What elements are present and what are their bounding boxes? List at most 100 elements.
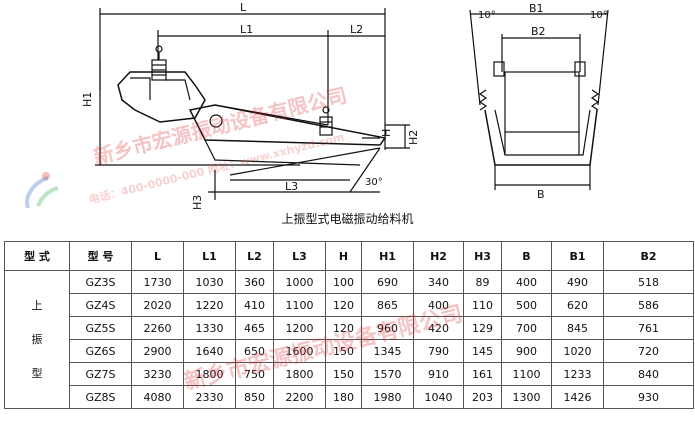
table-cell: 850 <box>235 385 274 409</box>
table-cell: 900 <box>501 339 552 363</box>
table-row: GZ5S 2260 1330 465 1200 120 960 420 129 … <box>5 316 694 340</box>
header-cell: H3 <box>463 241 502 271</box>
table-cell: 960 <box>361 316 414 340</box>
table-cell: 129 <box>463 316 502 340</box>
type-char: 振 <box>31 332 43 346</box>
dim-L: L <box>240 1 247 14</box>
dim-B: B <box>537 188 545 201</box>
table-cell: 840 <box>603 362 694 386</box>
table-cell: 145 <box>463 339 502 363</box>
dim-H1: H1 <box>81 92 94 107</box>
table-cell: 1040 <box>413 385 464 409</box>
header-cell: H2 <box>413 241 464 271</box>
table-row: GZ4S 2020 1220 410 1100 120 865 400 110 … <box>5 293 694 317</box>
table-cell: 1020 <box>551 339 604 363</box>
header-cell: B2 <box>603 241 694 271</box>
header-cell: B <box>501 241 552 271</box>
table-cell: 910 <box>413 362 464 386</box>
technical-drawing: L L1 L2 L3 H1 H2 H H3 30° B1 B2 B 10° 10… <box>81 1 609 210</box>
table-cell: 1800 <box>273 362 326 386</box>
table-cell: 845 <box>551 316 604 340</box>
type-char: 型 <box>31 366 43 380</box>
table-cell: 1980 <box>361 385 414 409</box>
table-cell: 400 <box>413 293 464 317</box>
header-cell: 型 号 <box>69 241 132 271</box>
table-cell: 150 <box>325 339 362 363</box>
table-cell: 1100 <box>273 293 326 317</box>
header-cell: L3 <box>273 241 326 271</box>
header-cell: L1 <box>183 241 236 271</box>
table-row: GZ6S 2900 1640 650 1600 150 1345 790 145… <box>5 339 694 363</box>
table-cell: 2020 <box>131 293 184 317</box>
table-cell: 4080 <box>131 385 184 409</box>
table-row: 上 振 型 GZ3S 1730 1030 360 1000 100 690 34… <box>4 270 694 409</box>
table-cell: 500 <box>501 293 552 317</box>
table-cell: 1030 <box>183 270 236 294</box>
table-cell: GZ3S <box>69 270 132 294</box>
table-cell: 340 <box>413 270 464 294</box>
table-cell: GZ8S <box>69 385 132 409</box>
header-cell: 型 式 <box>4 241 70 271</box>
table-cell: 1000 <box>273 270 326 294</box>
table-cell: 1200 <box>273 316 326 340</box>
table-row: GZ8S 4080 2330 850 2200 180 1980 1040 20… <box>5 385 694 409</box>
dim-H3: H3 <box>191 195 204 210</box>
table-cell: 1730 <box>131 270 184 294</box>
table-cell: 2260 <box>131 316 184 340</box>
company-logo-icon <box>25 172 59 209</box>
table-cell: 2330 <box>183 385 236 409</box>
table-cell: 400 <box>501 270 552 294</box>
dim-L3: L3 <box>285 180 298 193</box>
table-cell: GZ4S <box>69 293 132 317</box>
table-cell: 1100 <box>501 362 552 386</box>
table-cell: 420 <box>413 316 464 340</box>
table-cell: 120 <box>325 316 362 340</box>
table-cell: 1800 <box>183 362 236 386</box>
dim-angle-30: 30° <box>365 177 383 188</box>
table-cell: 1570 <box>361 362 414 386</box>
table-cell: 120 <box>325 293 362 317</box>
dim-H2: H2 <box>407 130 420 145</box>
table-cell: 620 <box>551 293 604 317</box>
dim-B1: B1 <box>529 2 544 15</box>
type-cell: 上 振 型 <box>4 270 70 409</box>
table-cell: 1300 <box>501 385 552 409</box>
table-cell: 1233 <box>551 362 604 386</box>
type-char: 上 <box>31 298 43 312</box>
table-cell: 790 <box>413 339 464 363</box>
dim-angle-10-left: 10° <box>478 10 496 21</box>
dim-H: H <box>380 129 393 137</box>
header-cell: L2 <box>235 241 274 271</box>
table-cell: 750 <box>235 362 274 386</box>
table-cell: 761 <box>603 316 694 340</box>
table-cell: 1426 <box>551 385 604 409</box>
table-cell: 700 <box>501 316 552 340</box>
dim-angle-10-right: 10° <box>590 10 608 21</box>
table-row: GZ7S 3230 1800 750 1800 150 1570 910 161… <box>5 362 694 386</box>
table-cell: 586 <box>603 293 694 317</box>
dim-B2: B2 <box>531 25 546 38</box>
header-cell: H <box>325 241 362 271</box>
table-cell: 650 <box>235 339 274 363</box>
table-cell: 360 <box>235 270 274 294</box>
table-cell: 465 <box>235 316 274 340</box>
table-cell: GZ7S <box>69 362 132 386</box>
table-cell: 1330 <box>183 316 236 340</box>
table-cell: 410 <box>235 293 274 317</box>
specification-table: 型 式 型 号 L L1 L2 L3 H H1 H2 H3 B B1 B2 上 … <box>4 241 694 409</box>
table-cell: 690 <box>361 270 414 294</box>
dim-L2: L2 <box>350 23 363 36</box>
table-cell: GZ6S <box>69 339 132 363</box>
table-cell: 1345 <box>361 339 414 363</box>
table-header-row: 型 式 型 号 L L1 L2 L3 H H1 H2 H3 B B1 B2 <box>4 241 694 271</box>
table-cell: 1220 <box>183 293 236 317</box>
table-cell: 518 <box>603 270 694 294</box>
table-cell: 203 <box>463 385 502 409</box>
header-cell: L <box>131 241 184 271</box>
dim-L1: L1 <box>240 23 253 36</box>
table-cell: 110 <box>463 293 502 317</box>
header-cell: B1 <box>551 241 604 271</box>
table-cell: 490 <box>551 270 604 294</box>
header-cell: H1 <box>361 241 414 271</box>
table-cell: 865 <box>361 293 414 317</box>
